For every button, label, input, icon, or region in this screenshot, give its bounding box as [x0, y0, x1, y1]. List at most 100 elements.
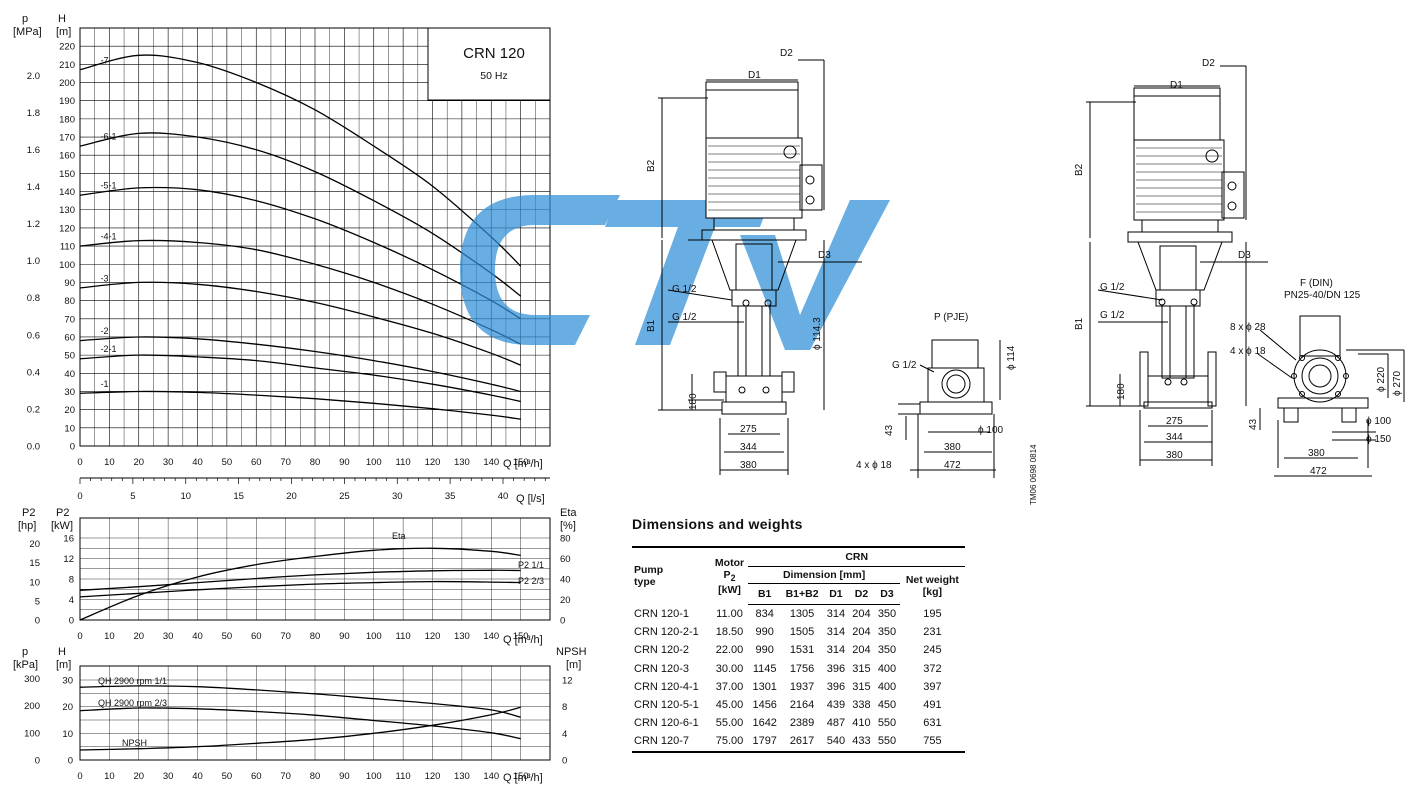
- dia-100-label: ϕ 100: [978, 425, 1004, 436]
- din-flange-view: [1257, 315, 1405, 477]
- table-cell: CRN 120-4-1: [634, 680, 699, 693]
- curve-label: -6-1: [101, 132, 117, 142]
- power-eta-unit: [%]: [560, 520, 576, 532]
- q-tick-label: 40: [192, 631, 203, 642]
- h-tick-label: 80: [64, 296, 75, 307]
- p-tick-label: 2.0: [27, 71, 40, 82]
- q-tick-label: 130: [454, 457, 470, 468]
- npsh-right-unit: [m]: [566, 659, 581, 671]
- kw-tick-label: 12: [63, 554, 74, 565]
- pump-front-view: [658, 59, 862, 475]
- npsh-chart-curve: [79, 707, 521, 740]
- table-cell: 631: [923, 717, 942, 730]
- table-cell: 195: [923, 607, 942, 620]
- table-cell: 491: [923, 699, 942, 712]
- h-tick-label: 170: [59, 133, 75, 144]
- dimensions-table: Pump type Motor P2 [kW] CRN Dimension [m…: [632, 546, 965, 753]
- q-tick-label: 60: [251, 457, 262, 468]
- h-tick-label: 70: [64, 314, 75, 325]
- eta-tick-label: 80: [560, 534, 571, 545]
- q-tick-label: 90: [339, 771, 350, 782]
- h-tick-label: 40: [64, 369, 75, 380]
- th-kw: [kW]: [718, 583, 741, 596]
- main-qls-unit: Q [l/s]: [516, 493, 545, 505]
- th-type: type: [634, 576, 656, 589]
- pump-side-view: [1086, 65, 1268, 466]
- table-cell: 487: [826, 717, 846, 730]
- ls-tick-label: 35: [445, 491, 456, 502]
- table-cell: 204: [852, 644, 871, 657]
- table-cell: 396: [826, 680, 846, 693]
- q-tick-label: 140: [483, 457, 499, 468]
- q-tick-label: 30: [163, 771, 174, 782]
- table-cell: 75.00: [710, 732, 749, 753]
- table-cell: 2389: [789, 717, 815, 730]
- pje-g12-label: G 1/2: [892, 360, 917, 371]
- th-p2: P: [723, 568, 731, 581]
- h-tick-label: 150: [59, 169, 75, 180]
- q-tick-label: 80: [310, 631, 321, 642]
- th-d3: D3: [874, 583, 900, 605]
- curve-label: -1: [101, 379, 109, 389]
- table-cell: 1301: [752, 680, 777, 693]
- h-tick-label: 10: [64, 423, 75, 434]
- ls-tick-label: 5: [130, 491, 135, 502]
- q-tick-label: 60: [251, 631, 262, 642]
- table-cell: 1305: [789, 608, 815, 621]
- series-label: Eta: [392, 531, 406, 541]
- b1-label-2: B1: [1074, 317, 1085, 330]
- series-label: P2 2/3: [518, 576, 544, 586]
- table-cell: 30.00: [715, 662, 744, 675]
- pje-380-label: 380: [944, 442, 961, 453]
- th-pump: Pump: [634, 564, 664, 577]
- th-b1b2: B1+B2: [780, 583, 824, 605]
- curve-label: -7: [101, 55, 109, 65]
- din-472-label: 472: [1310, 466, 1327, 477]
- kw-tick-label: 4: [69, 595, 74, 606]
- g12-label-1: G 1/2: [672, 284, 697, 295]
- d2-label-2: D2: [1202, 58, 1215, 69]
- kw-tick-label: 8: [69, 575, 74, 586]
- npsh-tick-label: 12: [562, 676, 573, 687]
- table-cell: 372: [923, 662, 942, 675]
- h-tick-label: 210: [59, 60, 75, 71]
- main-p-label: p: [22, 13, 28, 25]
- th-p2-sub: 2: [730, 572, 736, 583]
- dim-275-label-2: 275: [1166, 416, 1183, 427]
- h-tick-label: 220: [59, 42, 75, 53]
- g12-label-3: G 1/2: [1100, 282, 1125, 293]
- table-cell: 990: [755, 644, 774, 657]
- table-cell: 1756: [789, 662, 815, 675]
- table-cell: 450: [877, 699, 897, 712]
- dia-114-label: ϕ 114: [1006, 345, 1017, 370]
- table-cell: 834: [755, 608, 774, 621]
- h-tick-label: 50: [64, 351, 75, 362]
- table-cell: 1797: [748, 732, 781, 753]
- hp-tick-label: 10: [29, 577, 40, 588]
- dia-270-label: ϕ 270: [1392, 370, 1403, 396]
- hp-tick-label: 15: [29, 558, 40, 569]
- head-curve: [79, 390, 521, 420]
- power-p2kw-label: P2: [56, 507, 69, 519]
- h-tick-label: 10: [62, 729, 73, 740]
- q-tick-label: 20: [133, 631, 144, 642]
- d2-label: D2: [780, 48, 793, 59]
- din-380-label: 380: [1308, 448, 1325, 459]
- eta-tick-label: 0: [560, 616, 565, 627]
- table-cell: 550: [877, 717, 897, 730]
- hp-tick-label: 0: [35, 616, 40, 627]
- q-tick-label: 30: [163, 631, 174, 642]
- power-q-unit: Q [m³/h]: [503, 634, 543, 646]
- table-cell: 1505: [789, 626, 815, 639]
- ls-tick-label: 0: [77, 491, 82, 502]
- pje-472-label: 472: [944, 460, 961, 471]
- q-tick-label: 150: [513, 771, 529, 782]
- p-tick-label: 1.6: [27, 145, 40, 156]
- table-cell: 11.00: [716, 607, 743, 620]
- h-tick-label: 20: [62, 702, 73, 713]
- power-curve: [79, 580, 521, 598]
